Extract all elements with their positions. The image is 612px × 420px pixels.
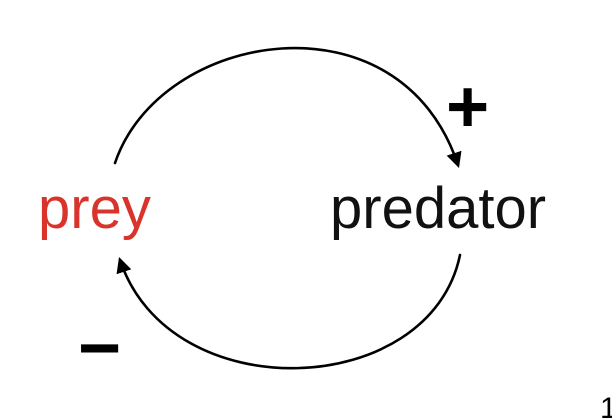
corner-number-label: 1 (600, 392, 612, 420)
positive-sign: + (446, 65, 489, 148)
prey-label: prey (38, 176, 151, 241)
negative-sign: − (78, 306, 121, 389)
predator-label: predator (330, 176, 546, 241)
arrow-prey-to-predator (113, 46, 462, 168)
arrow-predator-to-prey (116, 253, 462, 370)
